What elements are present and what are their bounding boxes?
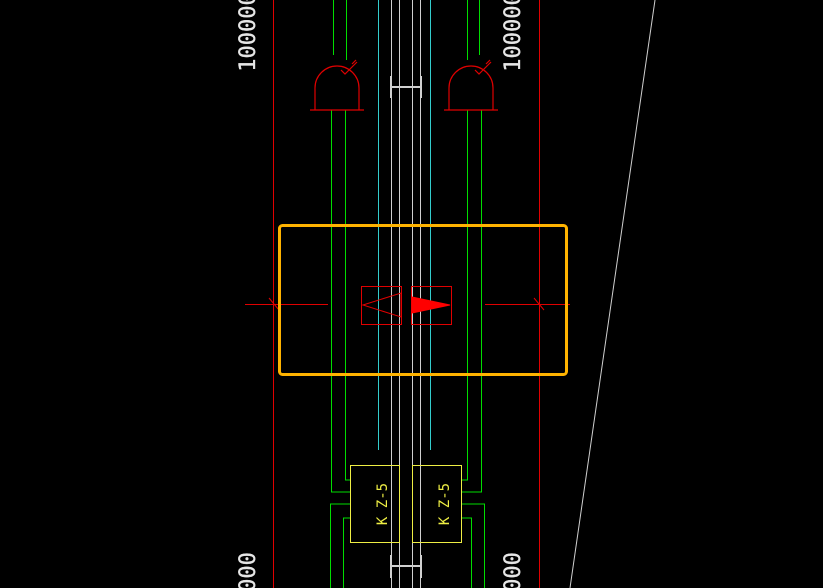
kz5-label-right: K Z-5 [437, 483, 453, 525]
green-conductor-lines[interactable] [330, 0, 485, 588]
i-beam-symbol-top[interactable] [390, 76, 422, 98]
dimension-label-top-left: 100000 [236, 0, 261, 72]
signal-lamp-right[interactable] [444, 59, 498, 111]
diagonal-line[interactable] [569, 0, 656, 588]
i-beam-symbol-bottom[interactable] [390, 555, 422, 578]
dimension-label-bottom-right: 000 [501, 552, 526, 588]
direction-arrow-left[interactable] [361, 286, 402, 325]
horizontal-dimension-line[interactable] [245, 297, 570, 311]
direction-arrow-right[interactable] [411, 286, 452, 325]
outer-red-boundary[interactable] [273, 0, 540, 588]
kz5-box-right[interactable]: K Z-5 [412, 465, 462, 543]
signal-lamp-left[interactable] [310, 59, 364, 111]
dimension-label-bottom-left: 000 [236, 552, 261, 588]
selection-box[interactable] [278, 224, 568, 376]
dimension-label-top-right: 100000 [501, 0, 526, 72]
kz5-box-left[interactable]: K Z-5 [350, 465, 400, 543]
kz5-label-left: K Z-5 [375, 483, 391, 525]
